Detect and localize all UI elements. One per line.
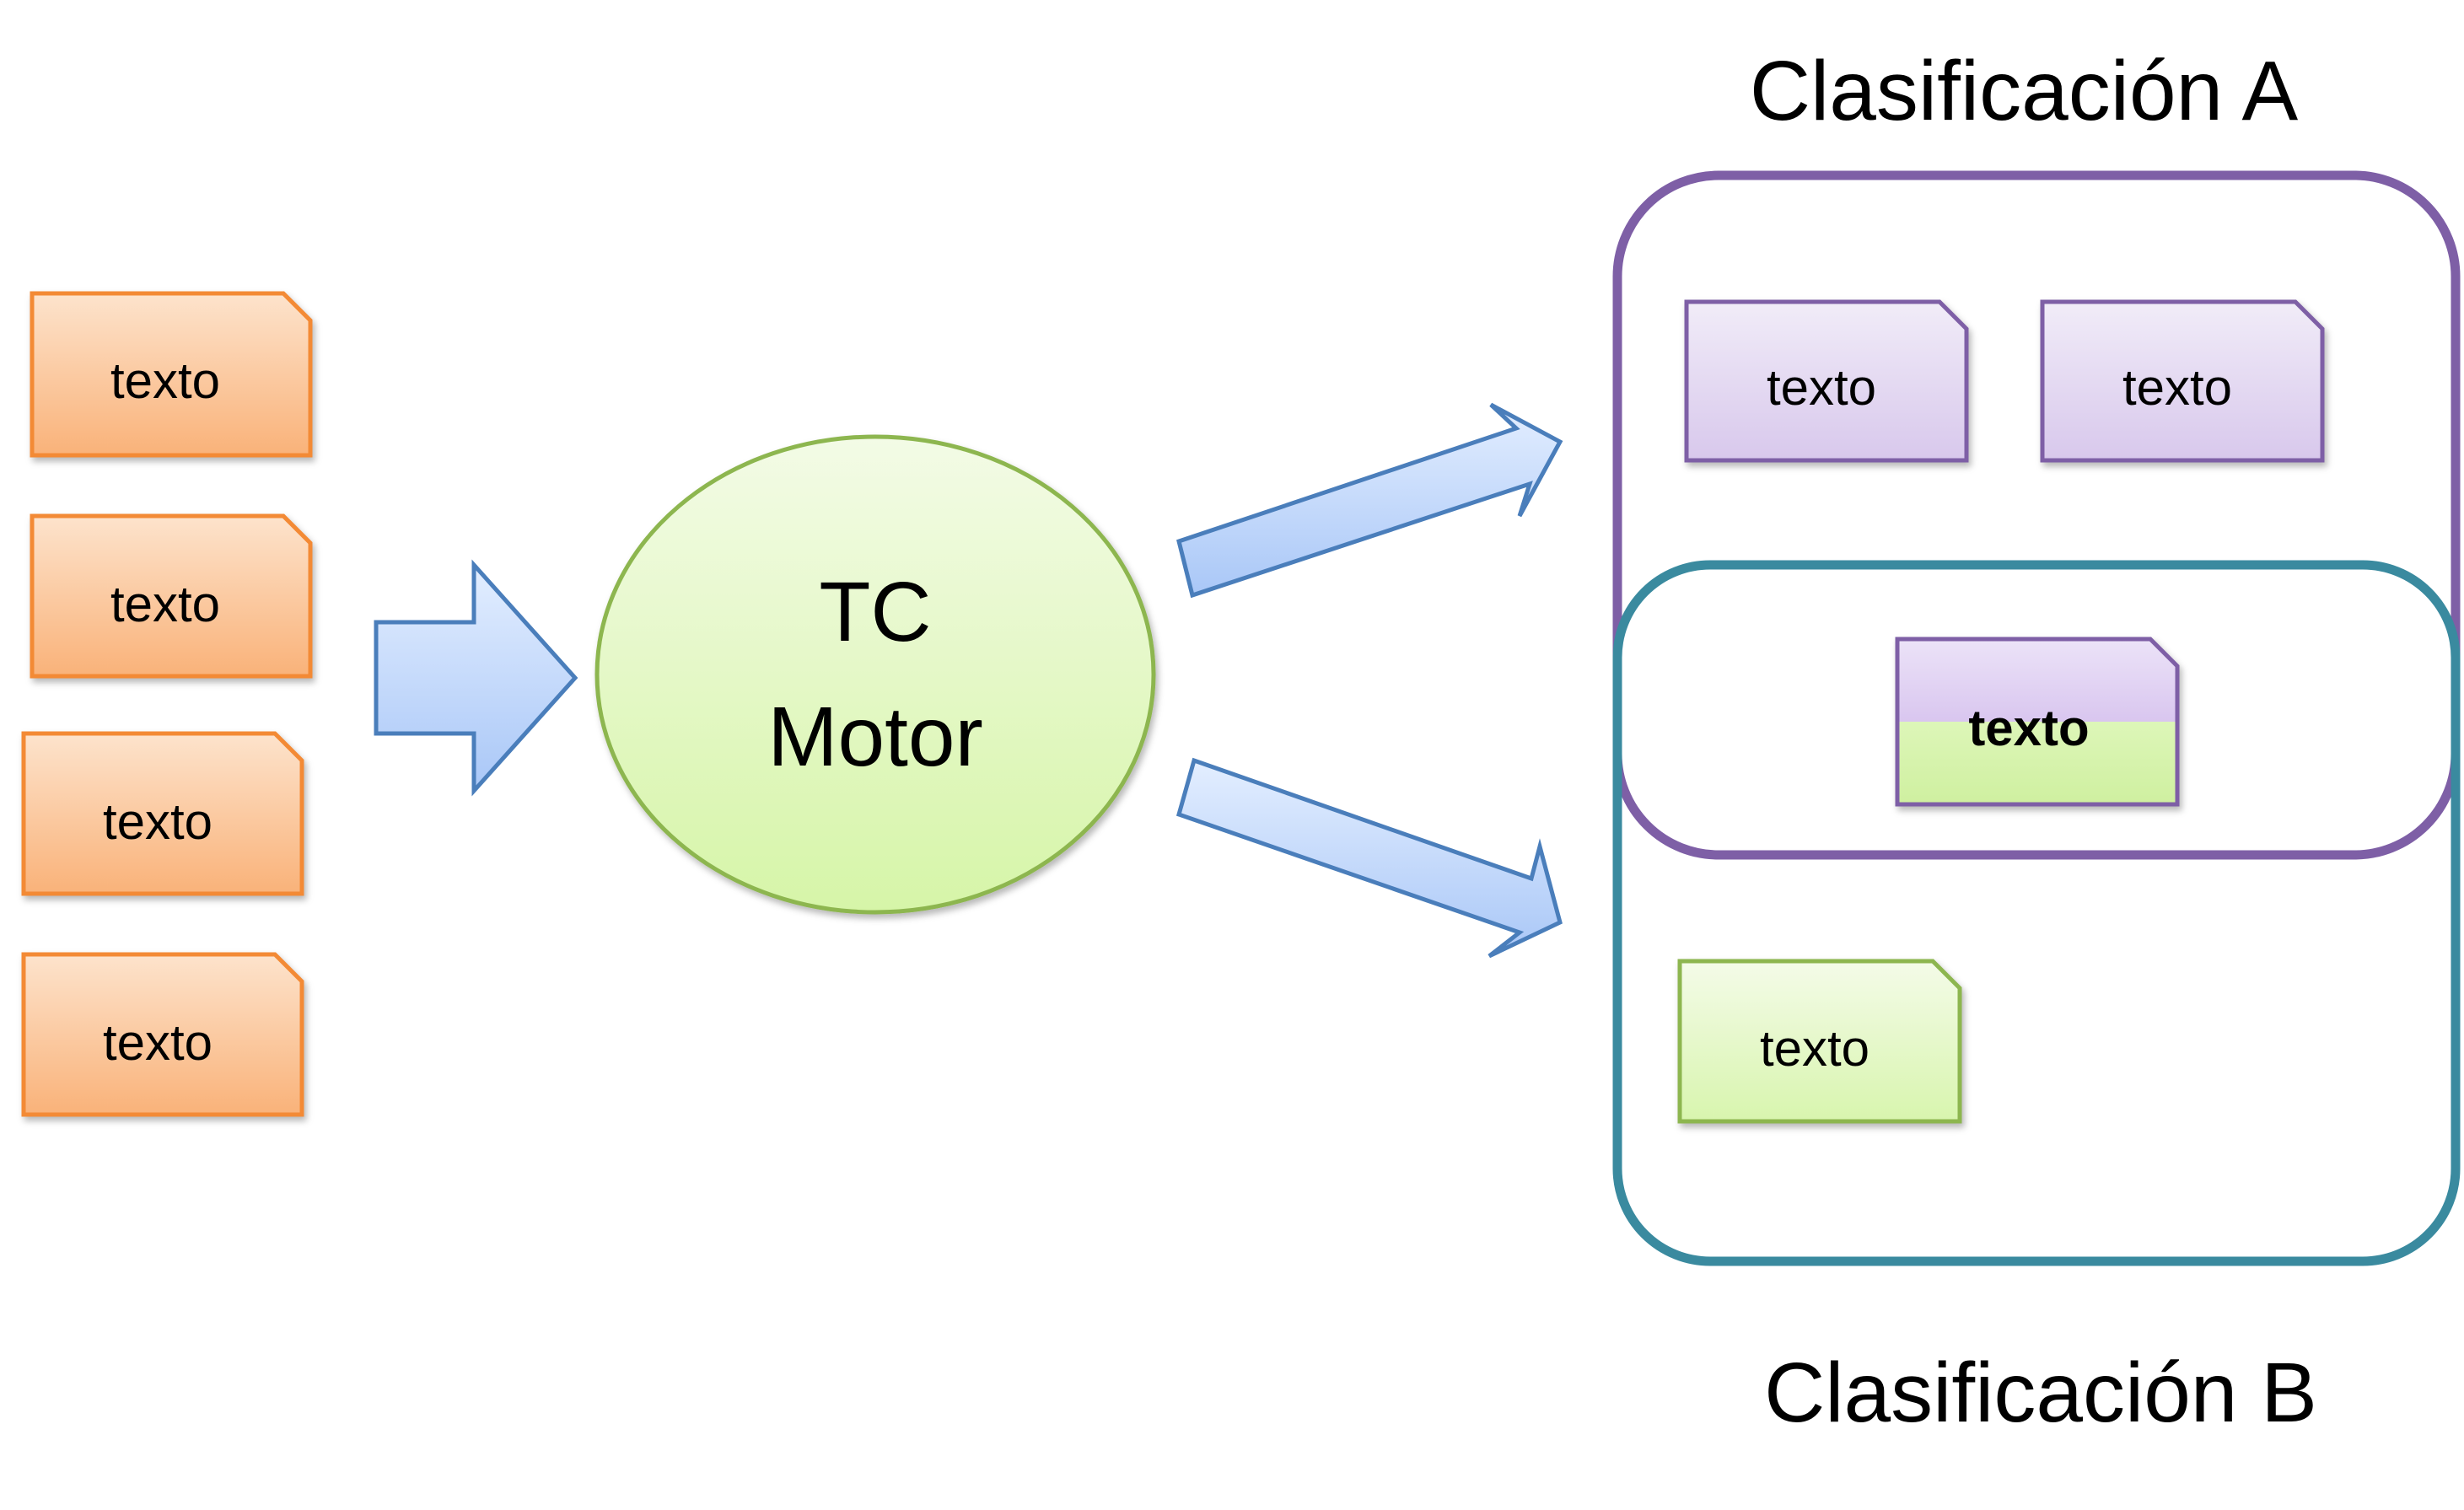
overlap-doc: texto [1895,637,2180,807]
tc-motor-engine [594,434,1156,915]
class-a-doc-label: texto [1767,359,1876,416]
class-b-box [1612,560,2461,1266]
class-a-box [1612,170,2461,860]
engine-label-line2: Motor [767,690,983,784]
overlap-doc-label: texto [1968,700,2089,756]
input-doc-3: texto [21,731,304,896]
class-a-doc-1: texto [1684,299,1969,463]
class-b-title: Clasificación B [1764,1346,2317,1440]
output-arrow-up-icon [1176,402,1563,599]
input-doc-label: texto [110,352,220,409]
input-doc-label: texto [110,576,220,632]
class-a-doc-label: texto [2122,359,2232,416]
input-doc-4: texto [21,952,304,1117]
input-arrow-icon [374,559,578,797]
class-a-doc-2: texto [2040,299,2325,463]
class-a-title: Clasificación A [1750,44,2299,138]
class-b-doc-label: texto [1760,1020,1870,1077]
input-doc-label: texto [103,1014,213,1071]
class-b-doc-1: texto [1677,959,1962,1124]
output-arrow-down-icon [1176,757,1563,959]
input-doc-label: texto [103,793,213,850]
engine-label-line1: TC [819,565,931,659]
input-doc-1: texto [30,291,313,458]
input-doc-2: texto [30,513,313,679]
